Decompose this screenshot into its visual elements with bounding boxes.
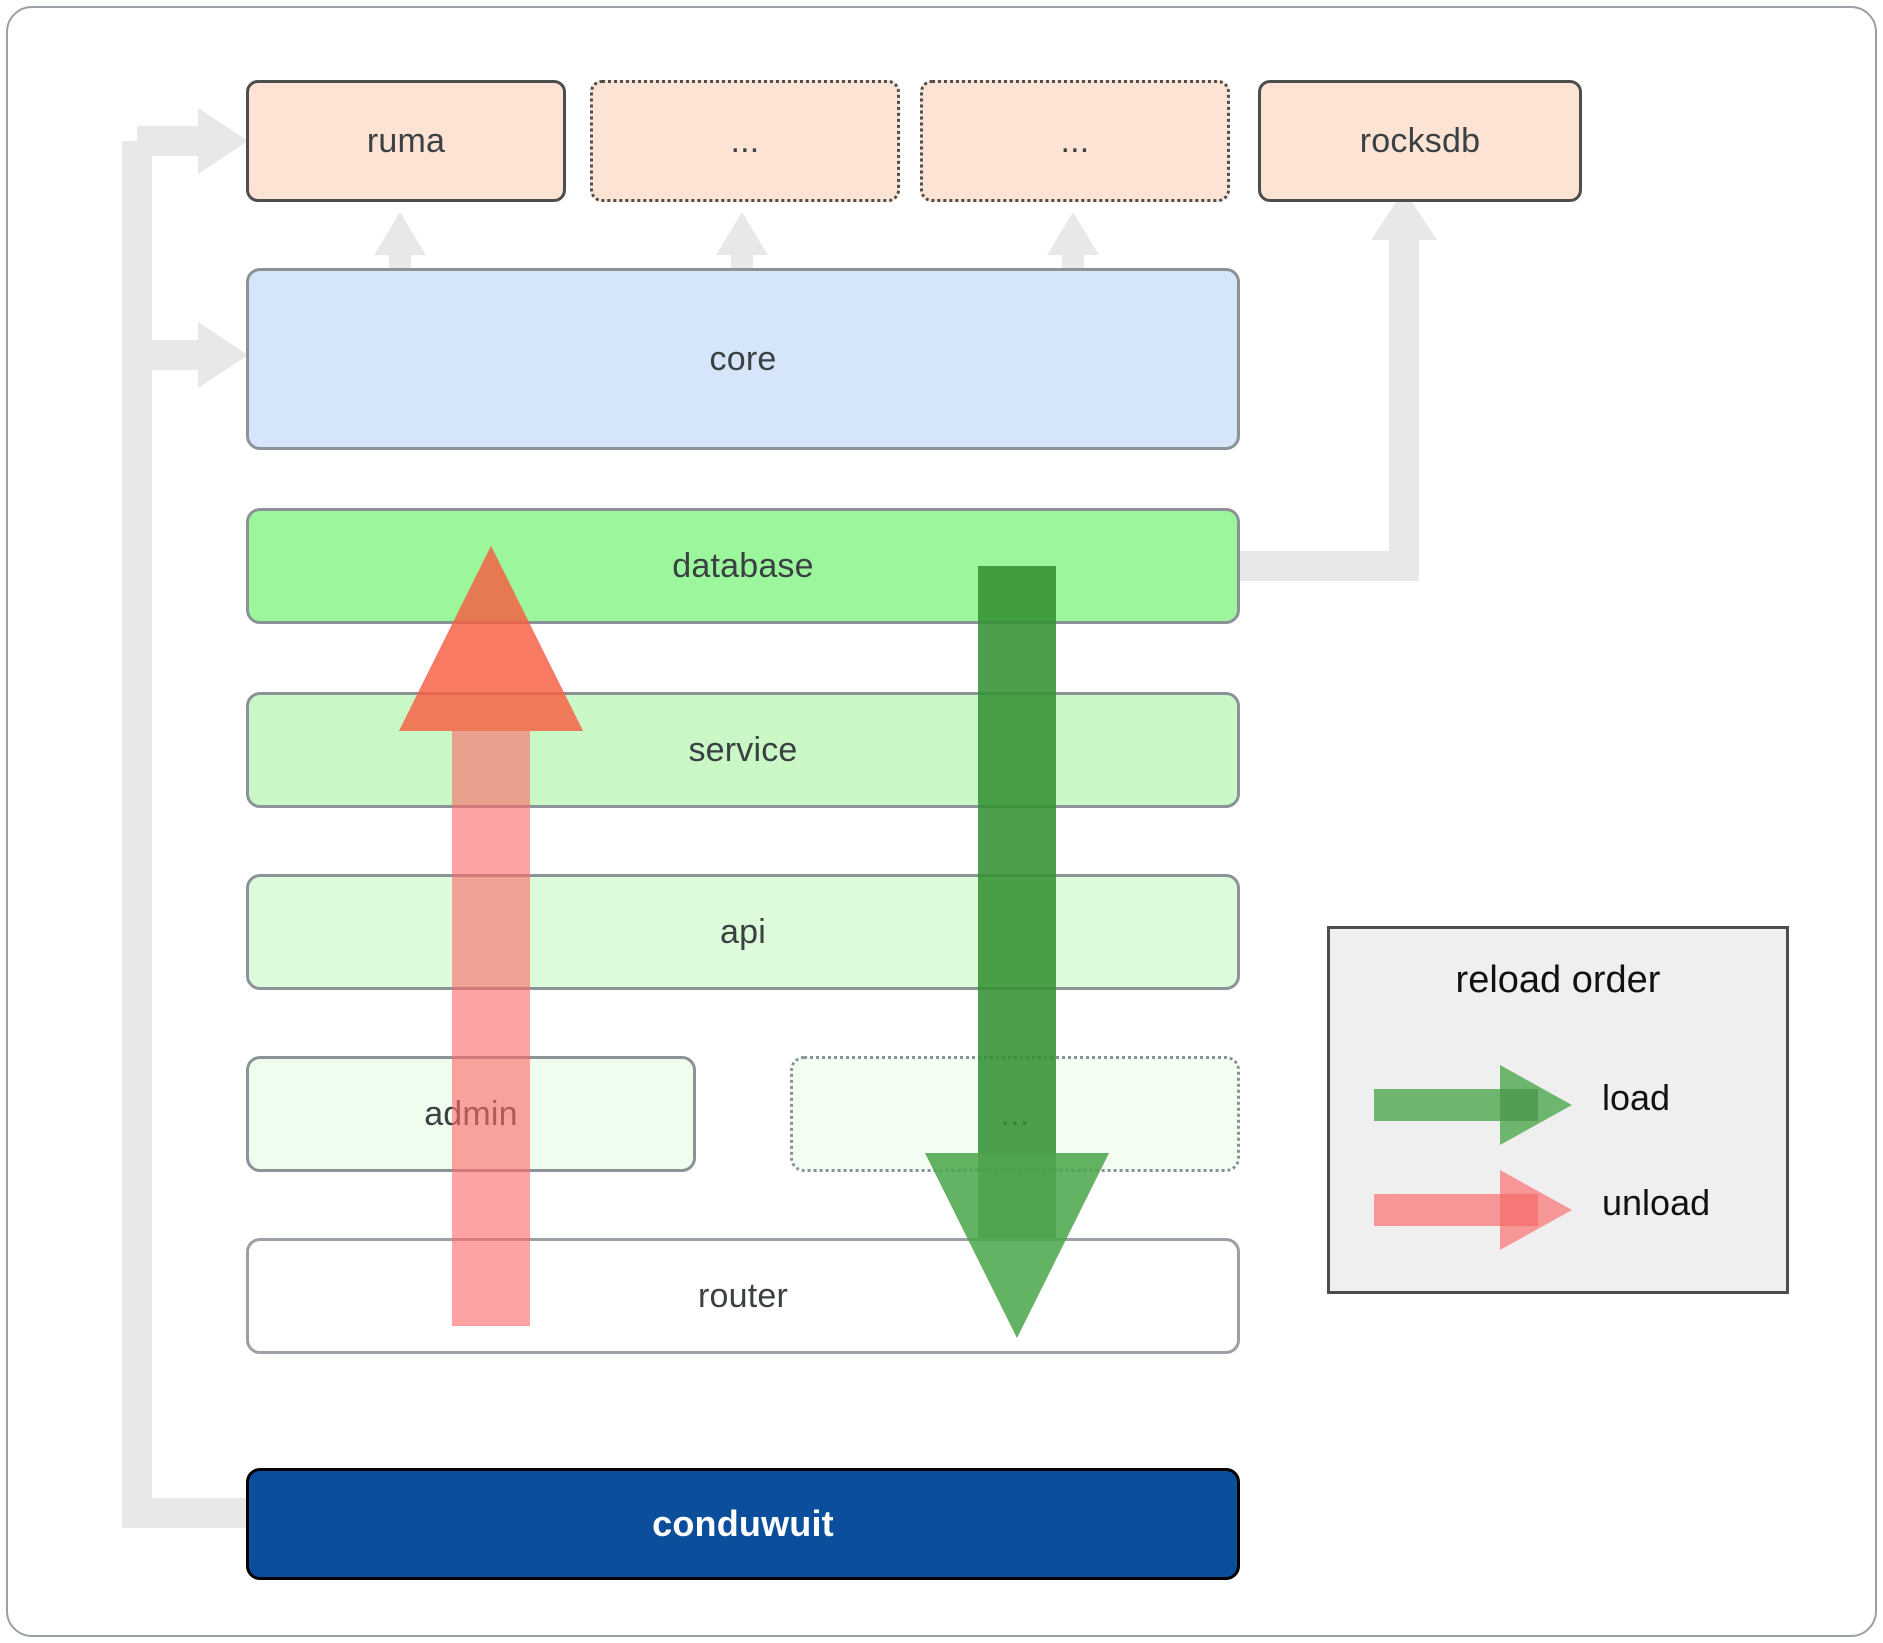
node-top-ellipsis-2[interactable]: ...	[920, 80, 1230, 202]
node-ruma-label: ruma	[366, 121, 446, 160]
legend-title: reload order	[1455, 959, 1661, 1001]
node-service[interactable]: service	[246, 692, 1240, 808]
load-arrow-icon	[1374, 1065, 1572, 1145]
legend-row-unload: unload	[1330, 1164, 1786, 1254]
node-database-label: database	[672, 546, 814, 585]
node-core-label: core	[709, 339, 777, 378]
legend-unload-label: unload	[1602, 1182, 1711, 1223]
node-core[interactable]: core	[246, 268, 1240, 450]
legend-load-label: load	[1602, 1077, 1671, 1118]
node-conduwuit-label: conduwuit	[652, 1503, 834, 1544]
node-top-ellipsis-1[interactable]: ...	[590, 80, 900, 202]
node-service-label: service	[688, 730, 798, 769]
node-api[interactable]: api	[246, 874, 1240, 990]
node-top-ellipsis-2-label: ...	[1060, 121, 1090, 160]
node-router-label: router	[697, 1276, 789, 1315]
node-rocksdb[interactable]: rocksdb	[1258, 80, 1582, 202]
legend-panel: reload order load unload	[1327, 926, 1789, 1294]
node-rocksdb-label: rocksdb	[1359, 121, 1481, 160]
node-ruma[interactable]: ruma	[246, 80, 566, 202]
node-bottom-ellipsis-label: ...	[1000, 1094, 1030, 1133]
node-admin-label: admin	[424, 1094, 518, 1133]
node-api-label: api	[720, 912, 766, 951]
node-database[interactable]: database	[246, 508, 1240, 624]
node-admin[interactable]: admin	[246, 1056, 696, 1172]
node-bottom-ellipsis[interactable]: ...	[790, 1056, 1240, 1172]
node-router[interactable]: router	[246, 1238, 1240, 1354]
node-conduwuit[interactable]: conduwuit	[246, 1468, 1240, 1580]
diagram-frame	[6, 6, 1877, 1637]
legend-row-load: load	[1330, 1059, 1786, 1149]
unload-arrow-icon	[1374, 1170, 1572, 1250]
node-top-ellipsis-1-label: ...	[730, 121, 760, 160]
